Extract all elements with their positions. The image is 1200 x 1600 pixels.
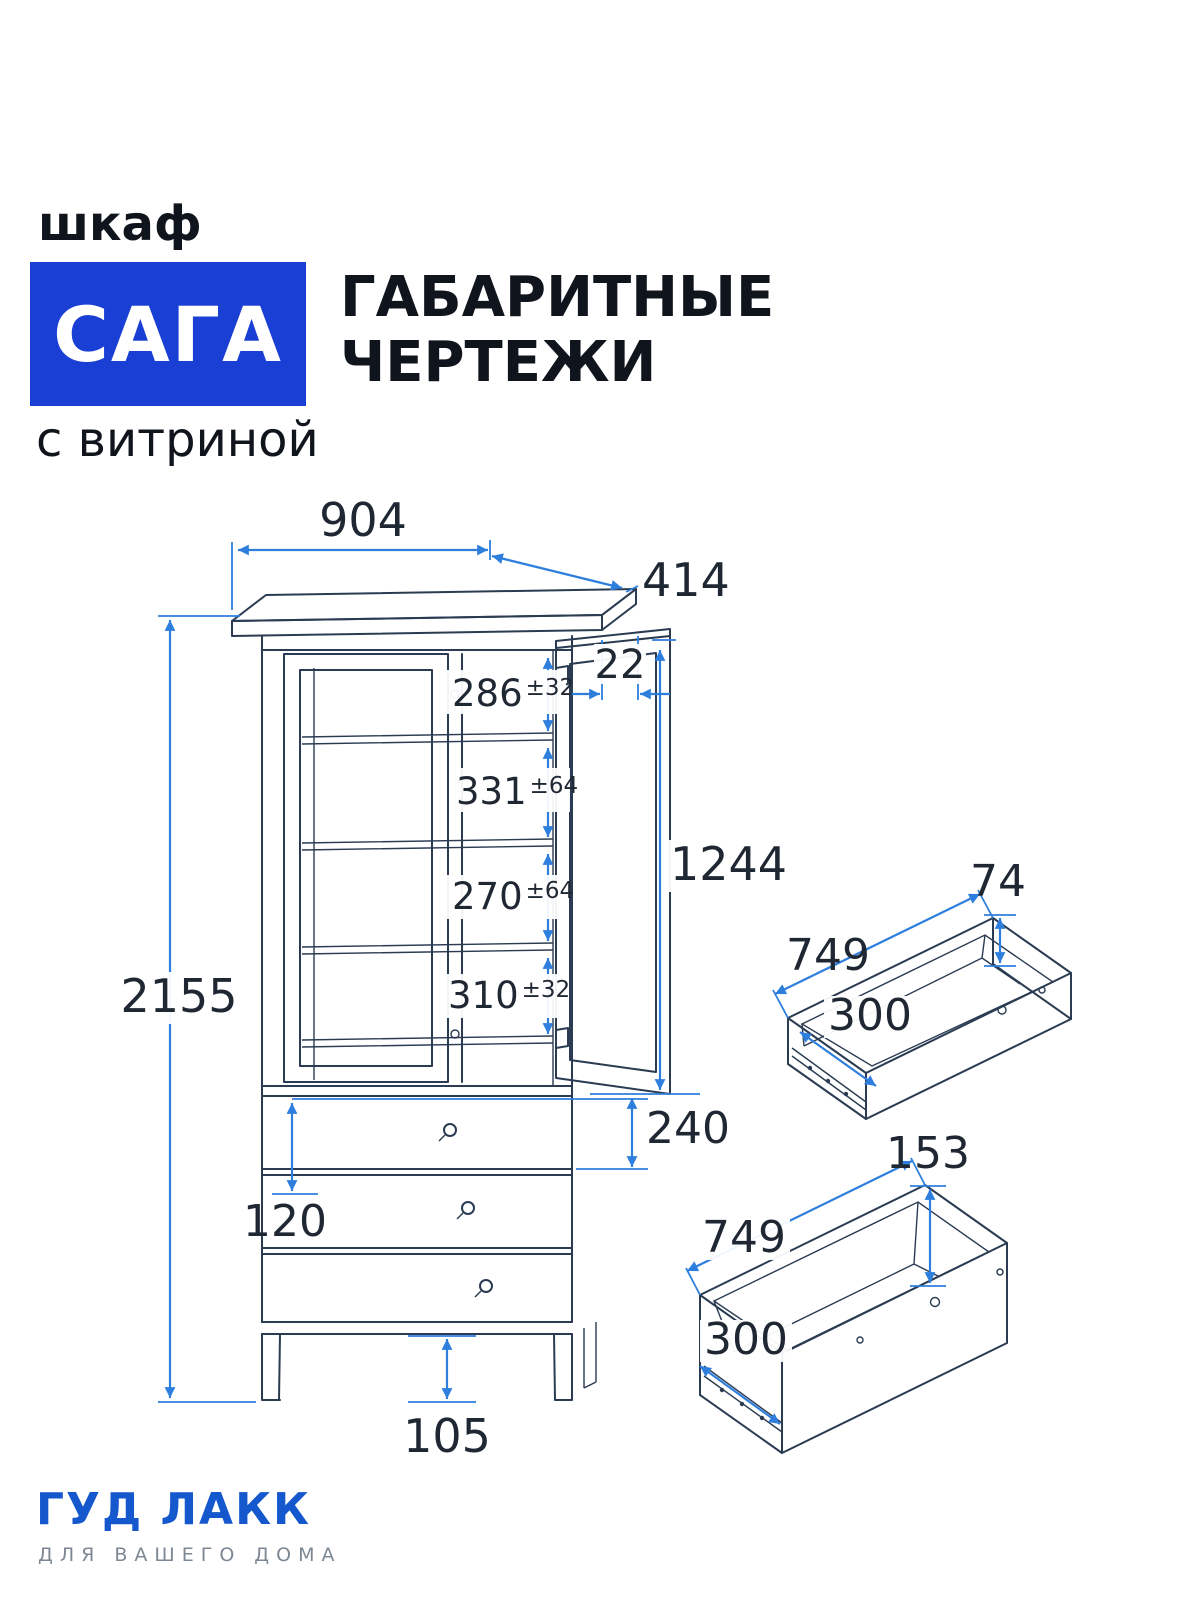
glass-door-closed <box>283 653 463 1083</box>
page-title-line1: ГАБАРИТНЫЕ <box>340 265 775 330</box>
dim-shelf-gap2-label: 331±64 <box>456 770 578 813</box>
dim-drawer-front-label: 240 <box>646 1103 730 1154</box>
product-category: шкаф <box>38 196 202 252</box>
bottom-drawer-knob-mark <box>929 1296 941 1308</box>
gap4-tolerance: ±32 <box>522 977 571 1003</box>
dim-door-thickness-label: 22 <box>595 642 646 688</box>
top-drawer-dimensions: 749 74 300 <box>772 856 1026 1087</box>
drawer-knobs <box>438 1123 493 1298</box>
dim-depth-label: 414 <box>642 553 730 607</box>
dim-total-height-label: 2155 <box>120 969 237 1023</box>
dim-shelf-gap3-label: 270±64 <box>452 875 574 918</box>
gap2-value: 331 <box>456 770 527 813</box>
top-drawer-screw-mark <box>997 1005 1007 1015</box>
gap4-value: 310 <box>448 974 519 1017</box>
dim-shelf-gap4-label: 310±32 <box>448 974 570 1017</box>
gap1-value: 286 <box>452 672 523 715</box>
dim-bottom-drawer-height-label: 153 <box>886 1128 970 1179</box>
dim-leg-height-label: 105 <box>403 1409 491 1463</box>
bottom-drawer-dimensions: 749 153 300 <box>685 1128 970 1425</box>
page-title: ГАБАРИТНЫЕ ЧЕРТЕЖИ <box>340 265 775 396</box>
page-title-line2: ЧЕРТЕЖИ <box>340 329 657 395</box>
dim-bottom-drawer-length-label: 749 <box>702 1212 786 1263</box>
product-variant: с витриной <box>36 412 319 468</box>
cabinet-legs <box>261 1322 597 1401</box>
cabinet-dimensions: 904 414 22 286±32 331±64 270±64 310±32 1… <box>120 493 790 1463</box>
gap1-tolerance: ±32 <box>526 675 575 701</box>
dim-top-drawer-length-label: 749 <box>786 930 870 981</box>
gap3-value: 270 <box>452 875 523 918</box>
product-name-box: САГА <box>30 262 306 406</box>
dim-door-height-label: 1244 <box>670 837 787 891</box>
dim-shelf-gap1-label: 286±32 <box>452 672 574 715</box>
bottom-drawer-screw-mark2 <box>856 1336 864 1344</box>
bottom-drawer-screw-mark <box>996 1268 1004 1276</box>
gap2-tolerance: ±64 <box>530 773 579 799</box>
cabinet-shelves <box>301 650 554 1086</box>
dim-top-drawer-height-label: 74 <box>970 856 1026 907</box>
dim-top-drawer-depth-label: 300 <box>828 990 912 1041</box>
dim-width-label: 904 <box>319 493 407 547</box>
dim-bottom-drawer-depth-label: 300 <box>704 1314 788 1365</box>
gap3-tolerance: ±64 <box>526 878 575 904</box>
product-name: САГА <box>53 289 283 379</box>
brand-tagline: ДЛЯ ВАШЕГО ДОМА <box>38 1544 342 1566</box>
brand-logo: ГУД ЛАКК <box>36 1484 311 1535</box>
dim-bottom-gap-label: 120 <box>243 1196 327 1247</box>
top-drawer-screw-mark2 <box>1038 986 1046 994</box>
